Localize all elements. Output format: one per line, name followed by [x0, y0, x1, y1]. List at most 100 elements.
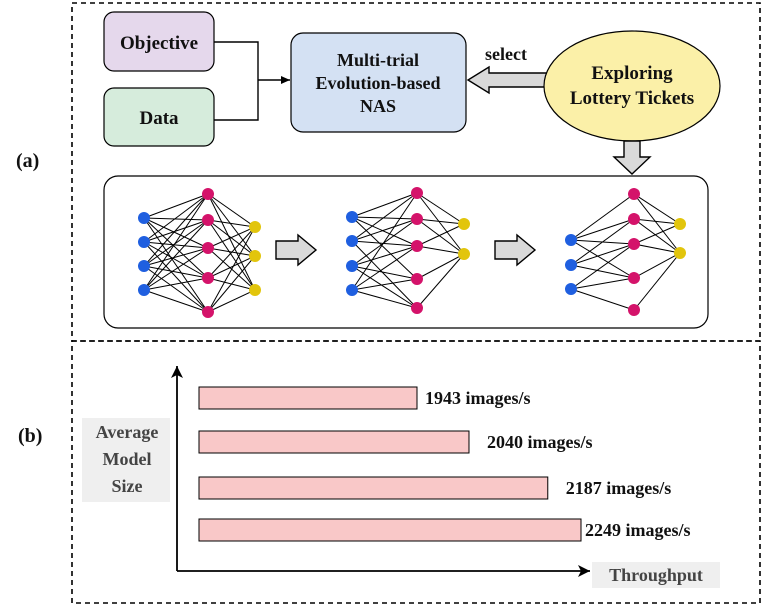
- network-edge: [570, 239, 635, 279]
- data-box: [103, 87, 215, 147]
- panel-b-label: (b): [18, 425, 42, 447]
- down-arrow: [612, 140, 652, 175]
- bar-data-label: 2187 images/s: [566, 478, 672, 498]
- ylabel-line-3: Size: [112, 476, 143, 496]
- network-edge: [351, 265, 418, 280]
- network-edge: [570, 243, 635, 266]
- xlabel: Throughput: [609, 565, 703, 585]
- prune-arrow-2: [494, 233, 537, 267]
- input-node: [346, 284, 358, 296]
- hidden-node: [411, 273, 423, 285]
- network-edge: [351, 192, 418, 291]
- network-edge: [416, 253, 465, 309]
- bar-data-label: 2249 images/s: [585, 520, 691, 540]
- network-edge: [143, 193, 209, 243]
- xlabel-background: [592, 562, 720, 588]
- bar-data-label: 1943 images/s: [425, 388, 531, 408]
- hidden-node: [202, 188, 214, 200]
- network-edge: [143, 217, 209, 221]
- input-node: [565, 259, 577, 271]
- network-edge: [570, 218, 635, 241]
- network-strip: [103, 175, 709, 329]
- network-full: [138, 188, 261, 318]
- network-edge: [143, 219, 209, 243]
- network-pruned: [346, 187, 470, 314]
- nas-line-2: Evolution-based: [315, 73, 440, 93]
- output-node: [249, 221, 261, 233]
- network-edge: [143, 265, 209, 279]
- network-edge: [143, 289, 209, 313]
- bar-data-label: 2040 images/s: [487, 432, 593, 452]
- hidden-node: [628, 213, 640, 225]
- network-edge: [570, 193, 635, 241]
- network-edge: [570, 218, 635, 266]
- lottery-line-1: Exploring: [591, 63, 673, 84]
- network-edge: [633, 218, 681, 254]
- hidden-node: [628, 238, 640, 250]
- network-edge: [570, 264, 635, 279]
- ylabel-line-2: Model: [103, 449, 152, 469]
- network-edge: [633, 252, 681, 279]
- network-edge: [351, 240, 418, 309]
- network-edge: [207, 193, 256, 291]
- network-edge: [633, 252, 681, 311]
- ylabel-background: [82, 418, 170, 502]
- network-edge: [143, 241, 209, 279]
- network-edge: [570, 288, 635, 311]
- network-edge: [416, 253, 465, 280]
- input-node: [565, 234, 577, 246]
- hidden-node: [202, 242, 214, 254]
- input-node: [346, 235, 358, 247]
- network-edge: [143, 217, 209, 279]
- throughput-bar: [198, 476, 549, 500]
- network-edge: [207, 255, 256, 279]
- hidden-node: [202, 214, 214, 226]
- hidden-node: [628, 304, 640, 316]
- network-edge: [351, 192, 418, 242]
- prune-arrow-1: [275, 233, 318, 267]
- nas-box: [290, 32, 467, 133]
- network-edge: [143, 219, 209, 267]
- lottery-line-2: Lottery Tickets: [570, 88, 694, 109]
- input-node: [138, 236, 150, 248]
- objective-connector: [214, 41, 259, 80]
- network-edge: [351, 245, 418, 291]
- network-edge: [416, 223, 465, 247]
- network-edge: [143, 217, 209, 249]
- panel-b-frame: [71, 340, 761, 604]
- input-node: [138, 212, 150, 224]
- hidden-node: [411, 187, 423, 199]
- network-edge: [416, 218, 465, 255]
- network-edge: [416, 245, 465, 255]
- network-edge: [207, 193, 256, 228]
- network-edge: [143, 193, 209, 267]
- network-edge: [351, 278, 418, 291]
- output-node: [674, 218, 686, 230]
- network-edge: [207, 255, 256, 313]
- output-node: [458, 248, 470, 260]
- data-label: Data: [139, 108, 179, 129]
- input-node: [565, 283, 577, 295]
- network-edge: [351, 218, 418, 242]
- network-edge: [633, 193, 681, 225]
- network-edge: [351, 218, 418, 267]
- input-node: [346, 211, 358, 223]
- network-edge: [416, 192, 465, 225]
- output-node: [458, 218, 470, 230]
- hidden-node: [628, 272, 640, 284]
- hidden-node: [628, 188, 640, 200]
- output-node: [674, 247, 686, 259]
- network-edge: [207, 219, 256, 228]
- output-node: [249, 284, 261, 296]
- ylabel-line-1: Average: [96, 422, 159, 442]
- network-edge: [143, 241, 209, 249]
- hidden-node: [202, 272, 214, 284]
- network-edge: [143, 193, 209, 219]
- network-edge: [633, 243, 681, 254]
- input-node: [138, 260, 150, 272]
- network-edge: [143, 219, 209, 291]
- nas-line-3: NAS: [360, 96, 396, 116]
- network-edge: [207, 289, 256, 313]
- network-edge: [351, 289, 418, 309]
